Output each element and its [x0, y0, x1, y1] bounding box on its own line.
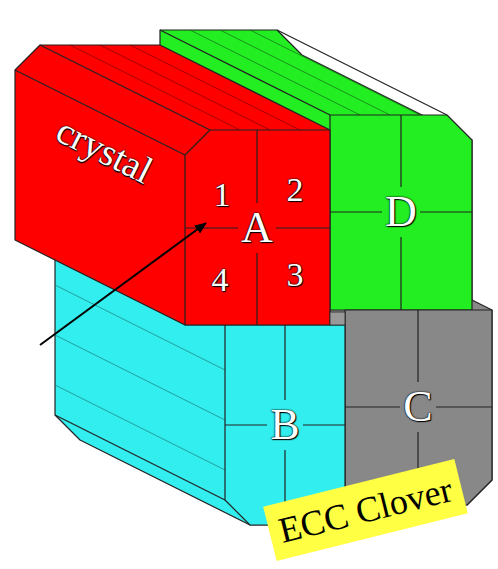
leader-arrow — [40, 223, 206, 345]
crystal-name: C — [403, 385, 432, 429]
gap-piece — [330, 312, 345, 325]
segment-number: 4 — [212, 263, 229, 297]
ridge-line — [277, 30, 447, 115]
crystal-name: D — [385, 190, 417, 234]
segment-number: 3 — [287, 258, 304, 292]
crystal-letter: D — [382, 187, 420, 237]
segment-number: 1 — [214, 178, 231, 212]
crystal-body — [15, 45, 330, 325]
crystal-face — [330, 115, 472, 310]
crystal-letter: C — [400, 382, 435, 432]
segment-number: 2 — [287, 173, 304, 207]
crystal-name: A — [241, 206, 273, 250]
crystal-face — [185, 130, 330, 325]
crystal-letter: B — [267, 400, 302, 450]
crystal-letter: A — [238, 203, 276, 253]
crystal-name: B — [270, 403, 299, 447]
